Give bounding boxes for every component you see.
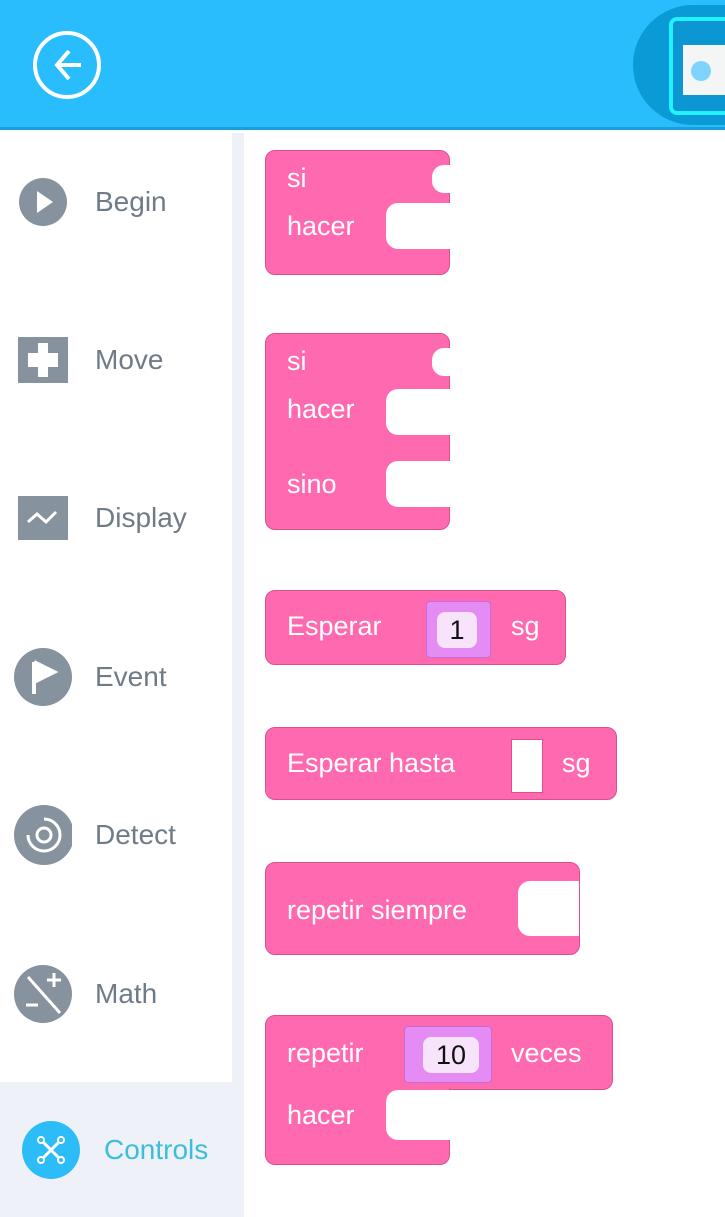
sidebar-scrollbar[interactable] (232, 133, 244, 1217)
plus-minus-icon (14, 965, 72, 1023)
wait-until-block[interactable]: Esperar hasta sg (265, 727, 617, 800)
sidebar-item-detect[interactable]: Detect (0, 775, 244, 895)
condition-slot[interactable] (511, 739, 543, 793)
repetir-label: repetir (287, 1038, 364, 1068)
wait-block[interactable]: Esperar 1 sg (265, 590, 566, 665)
repetir-siempre-label: repetir siempre (287, 895, 468, 925)
sino-label: sino (287, 469, 337, 499)
sidebar-item-label: Display (95, 502, 187, 533)
sidebar-item-controls[interactable]: Controls (0, 1082, 244, 1217)
forever-block[interactable]: repetir siempre (265, 862, 580, 955)
veces-label: veces (511, 1038, 582, 1068)
esperar-label: Esperar (287, 611, 382, 641)
sidebar-item-label: Math (95, 978, 158, 1009)
if-do-block[interactable]: si hacer (265, 150, 450, 275)
flag-icon (14, 648, 72, 706)
sidebar-item-begin[interactable]: Begin (0, 142, 244, 262)
sidebar-item-move[interactable]: Move (0, 300, 244, 420)
dpad-icon (14, 331, 72, 389)
hacer-label: hacer (287, 1100, 355, 1130)
hacer-label: hacer (287, 211, 355, 241)
if-else-block[interactable]: si hacer sino (265, 333, 450, 530)
seconds-input[interactable]: 1 (437, 612, 477, 648)
radar-icon (14, 805, 72, 865)
sg-label: sg (562, 748, 591, 778)
repeat-block[interactable]: repetir 10 veces (265, 1015, 613, 1090)
times-input-slot: 10 (404, 1026, 492, 1083)
controls-icon (22, 1120, 80, 1179)
times-input[interactable]: 10 (423, 1037, 479, 1073)
display-wave-icon (14, 489, 72, 547)
repeat-block-body: hacer (265, 1088, 450, 1165)
sidebar-item-event[interactable]: Event (0, 617, 244, 737)
sidebar-item-label: Detect (95, 819, 176, 850)
seconds-input-slot: 1 (426, 601, 491, 658)
si-label: si (287, 346, 307, 376)
sg-label: sg (511, 611, 540, 641)
sidebar-item-label: Controls (104, 1133, 209, 1165)
esperar-hasta-label: Esperar hasta (287, 748, 456, 778)
sidebar-item-label: Move (95, 344, 164, 375)
sidebar-item-label: Begin (95, 186, 167, 217)
device-preview-button[interactable] (633, 5, 725, 125)
hacer-label: hacer (287, 394, 355, 424)
header (0, 0, 725, 130)
play-icon (14, 173, 72, 231)
sidebar-item-math[interactable]: Math (0, 934, 244, 1054)
sidebar-item-label: Event (95, 661, 167, 692)
back-button[interactable] (33, 31, 101, 99)
arrow-left-icon (54, 49, 81, 81)
sidebar-item-display[interactable]: Display (0, 458, 244, 578)
si-label: si (287, 163, 307, 193)
